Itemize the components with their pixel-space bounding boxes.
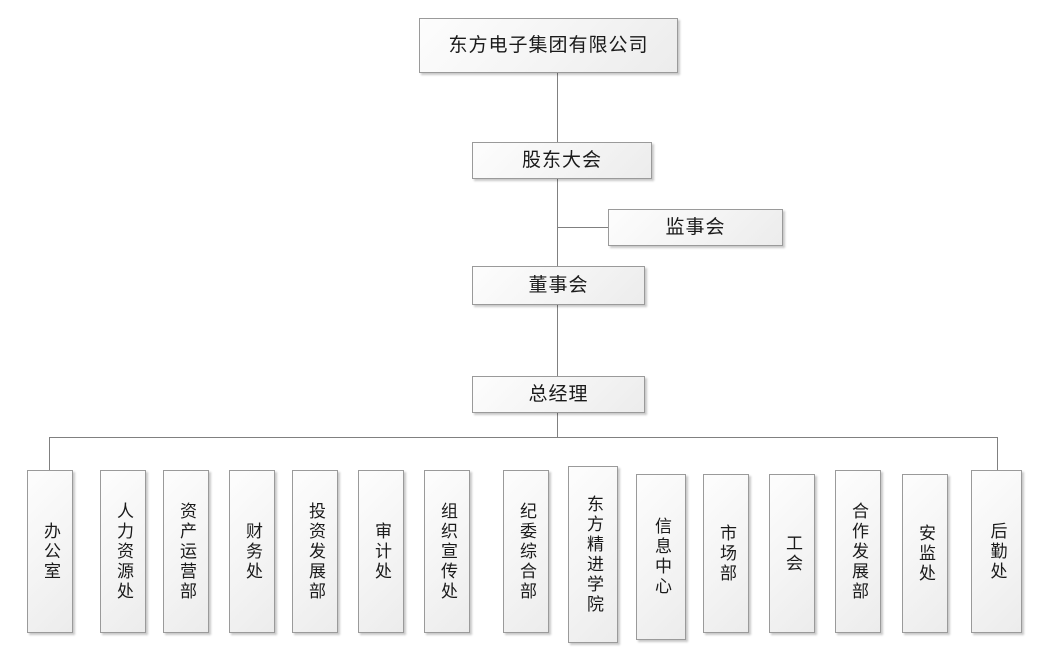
department-box[interactable]: 人力资源处 bbox=[100, 470, 146, 633]
department-label: 纪委综合部 bbox=[516, 501, 537, 602]
department-box[interactable]: 安监处 bbox=[902, 474, 948, 633]
connector-general-manager-to-bus bbox=[557, 412, 558, 438]
node-board-of-directors-label: 董事会 bbox=[528, 274, 589, 296]
node-general-manager-label: 总经理 bbox=[528, 383, 589, 405]
department-box[interactable]: 资产运营部 bbox=[163, 470, 209, 633]
node-company[interactable]: 东方电子集团有限公司 bbox=[419, 18, 678, 73]
department-label: 后勤处 bbox=[986, 521, 1007, 582]
department-box[interactable]: 东方精进学院 bbox=[568, 466, 618, 643]
connector-shareholders-to-directors bbox=[557, 178, 558, 266]
department-box[interactable]: 工会 bbox=[769, 474, 815, 633]
connector-company-to-shareholders bbox=[557, 72, 558, 142]
department-box[interactable]: 市场部 bbox=[703, 474, 749, 633]
node-shareholders-meeting[interactable]: 股东大会 bbox=[472, 142, 652, 179]
department-box[interactable]: 办公室 bbox=[27, 470, 73, 633]
connector-department-bus bbox=[49, 437, 998, 438]
node-company-label: 东方电子集团有限公司 bbox=[448, 34, 649, 56]
department-box[interactable]: 审计处 bbox=[358, 470, 404, 633]
department-label: 市场部 bbox=[716, 523, 737, 584]
department-box[interactable]: 合作发展部 bbox=[835, 470, 881, 633]
node-shareholders-meeting-label: 股东大会 bbox=[521, 149, 602, 171]
node-general-manager[interactable]: 总经理 bbox=[472, 376, 645, 413]
node-board-of-supervisors[interactable]: 监事会 bbox=[608, 209, 783, 246]
department-label: 组织宣传处 bbox=[437, 501, 458, 602]
department-label: 东方精进学院 bbox=[583, 494, 604, 615]
node-board-of-supervisors-label: 监事会 bbox=[665, 216, 726, 238]
department-box[interactable]: 组织宣传处 bbox=[424, 470, 470, 633]
department-box[interactable]: 后勤处 bbox=[971, 470, 1022, 633]
department-box[interactable]: 信息中心 bbox=[636, 474, 686, 640]
department-label: 资产运营部 bbox=[176, 501, 197, 602]
department-box[interactable]: 投资发展部 bbox=[292, 470, 338, 633]
department-label: 财务处 bbox=[242, 521, 263, 582]
department-label: 投资发展部 bbox=[305, 501, 326, 602]
department-label: 人力资源处 bbox=[113, 501, 134, 602]
department-label: 办公室 bbox=[40, 521, 61, 582]
connector-directors-to-general-manager bbox=[557, 305, 558, 376]
department-box[interactable]: 纪委综合部 bbox=[503, 470, 549, 633]
department-label: 工会 bbox=[782, 533, 803, 574]
department-label: 信息中心 bbox=[651, 517, 672, 597]
department-label: 合作发展部 bbox=[848, 501, 869, 602]
connector-bus-drop-left bbox=[49, 437, 50, 471]
department-box[interactable]: 财务处 bbox=[229, 470, 275, 633]
node-board-of-directors[interactable]: 董事会 bbox=[472, 266, 645, 305]
department-label: 审计处 bbox=[371, 521, 392, 582]
connector-branch-to-supervisors bbox=[557, 227, 609, 228]
department-label: 安监处 bbox=[915, 523, 936, 584]
connector-bus-drop-right bbox=[997, 437, 998, 471]
